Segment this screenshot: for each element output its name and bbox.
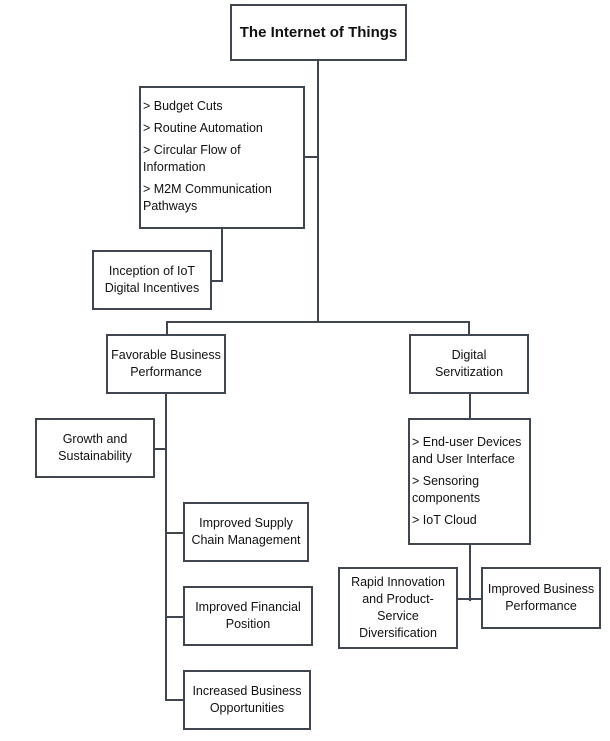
connector-root-trunk	[317, 60, 319, 322]
connector-drivers-down	[221, 228, 223, 281]
business-opportunities-node: Increased Business Opportunities	[183, 670, 311, 730]
root-node: The Internet of Things	[230, 4, 407, 61]
connector-supply	[165, 532, 185, 534]
financial-position-node: Improved Financial Position	[183, 586, 313, 646]
connector-right-up	[468, 321, 470, 336]
drivers-node: > Budget Cuts > Routine Automation > Cir…	[139, 86, 305, 229]
connector-branch-bar	[166, 321, 470, 323]
rapid-innovation-node: Rapid Innovation and Product- Service Di…	[338, 567, 458, 649]
root-title: The Internet of Things	[239, 24, 398, 41]
connector-drivers	[304, 156, 318, 158]
supply-chain-node: Improved Supply Chain Management	[183, 502, 309, 562]
connector-opportunities	[165, 699, 185, 701]
improved-business-performance-node: Improved Business Performance	[481, 567, 601, 629]
connector-right-down	[469, 393, 471, 419]
connector-inception	[211, 280, 223, 282]
connector-left-trunk	[165, 393, 167, 700]
driver-item: > Budget Cuts	[143, 99, 223, 113]
connector-financial	[165, 616, 185, 618]
branch-favorable-business-performance: Favorable Business Performance	[106, 334, 226, 394]
connector-outcomes	[457, 598, 483, 600]
connector-growth	[154, 448, 166, 450]
driver-item: > Routine Automation	[143, 121, 263, 135]
growth-sustainability-node: Growth and Sustainability	[35, 418, 155, 478]
connector-left-up	[166, 321, 168, 336]
branch-digital-servitization: Digital Servitization	[409, 334, 529, 394]
component-item: > IoT Cloud	[412, 513, 477, 527]
connector-components-down	[469, 543, 471, 601]
inception-node: Inception of IoT Digital Incentives	[92, 250, 212, 310]
